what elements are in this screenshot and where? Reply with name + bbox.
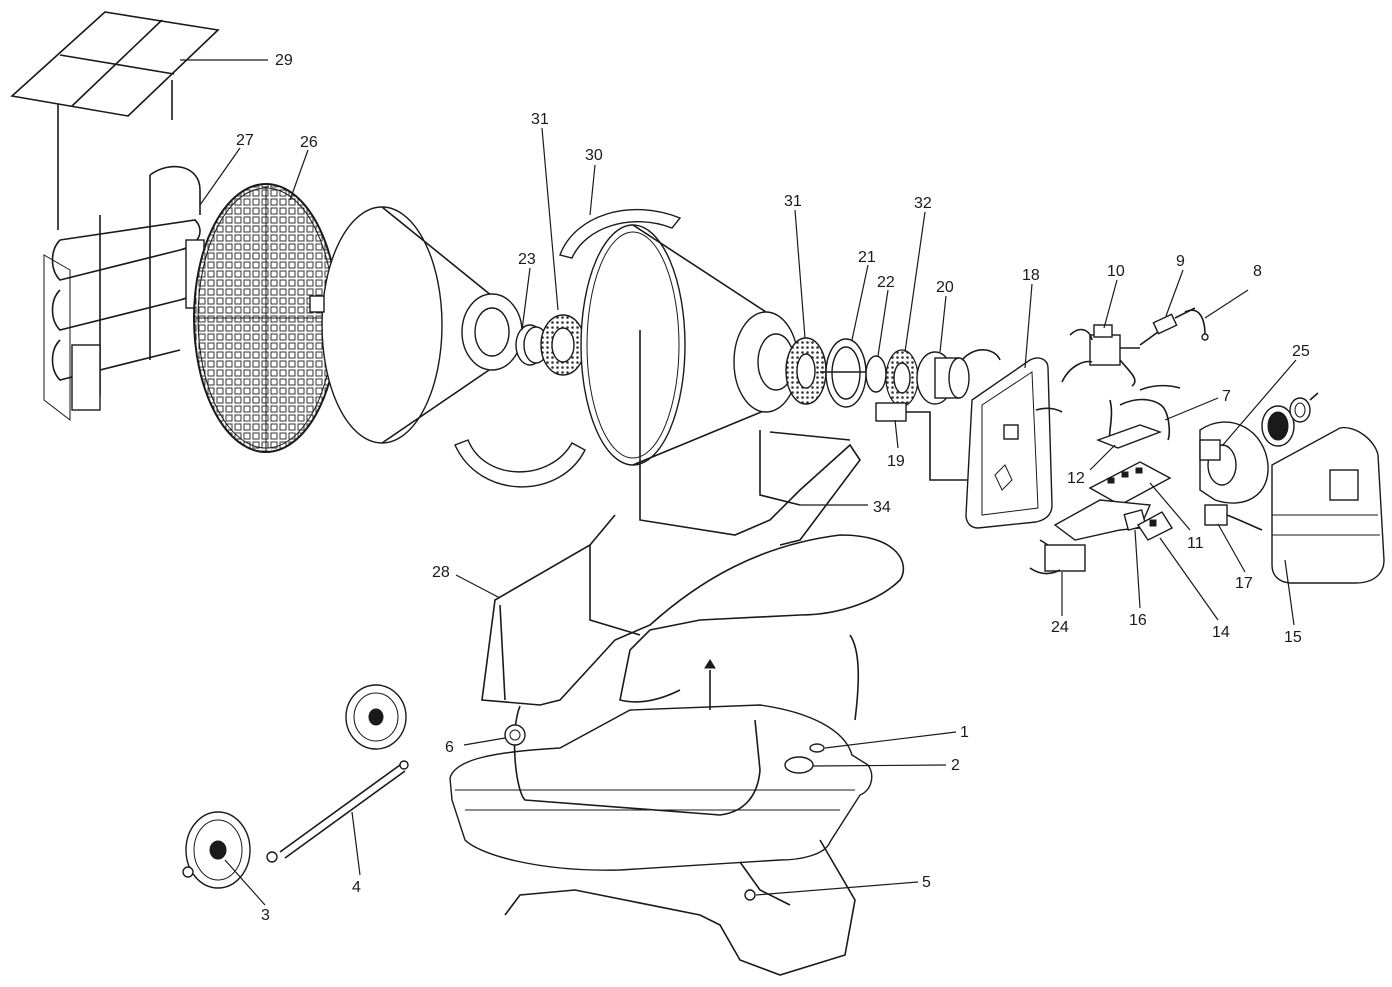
callout-label: 14 <box>1212 624 1230 641</box>
fuel-level-rod <box>704 659 716 710</box>
callout-label: 12 <box>1067 470 1085 487</box>
callout-label: 17 <box>1235 575 1253 592</box>
callout-label: 7 <box>1222 388 1231 405</box>
callout-label: 32 <box>914 195 932 212</box>
callout-label: 28 <box>432 564 450 581</box>
callout-label: 23 <box>518 251 536 268</box>
callout-label: 25 <box>1292 343 1310 360</box>
front-mesh-grill <box>193 183 339 453</box>
axle <box>266 760 409 863</box>
callout-label: 27 <box>236 132 254 149</box>
rear-panel <box>965 357 1063 529</box>
fan-cap <box>1289 392 1319 423</box>
callout-label: 15 <box>1284 629 1302 646</box>
callout-label: 19 <box>887 453 905 470</box>
callout-label: 1 <box>960 724 969 741</box>
front-cone <box>309 206 523 444</box>
circuit-board <box>1088 461 1172 506</box>
callout-label: 9 <box>1176 253 1185 270</box>
handle-frame <box>481 514 905 721</box>
rear-guard-frame <box>43 165 205 422</box>
callout-label: 26 <box>300 134 318 151</box>
photocell <box>1204 504 1263 531</box>
callout-label: 10 <box>1107 263 1125 280</box>
transformer <box>1029 539 1086 575</box>
fuel-filter <box>1139 307 1196 346</box>
fan-motor <box>1261 405 1295 447</box>
callout-label: 18 <box>1022 267 1040 284</box>
burner-gasket <box>885 349 919 407</box>
callout-label: 34 <box>873 499 891 516</box>
mesh-gasket-ring-left <box>540 314 586 376</box>
callout-label: 16 <box>1129 612 1147 629</box>
upper-heat-shield <box>559 208 682 259</box>
fuel-line <box>1184 309 1209 341</box>
callout-label: 2 <box>951 757 960 774</box>
ignitor <box>875 402 975 481</box>
mesh-gasket-ring-right <box>785 337 827 405</box>
callout-label: 5 <box>922 874 931 891</box>
base-frame <box>504 839 856 976</box>
burner-head <box>916 349 1001 405</box>
wheel-right <box>345 684 407 750</box>
wheel-left <box>182 811 251 889</box>
fuel-tank <box>449 704 873 871</box>
callout-label: 29 <box>275 52 293 69</box>
fuel-gauge <box>504 724 526 746</box>
control-bracket <box>1096 424 1163 449</box>
fan-housing <box>1199 421 1269 504</box>
pump-motor <box>1061 324 1140 387</box>
callout-labels: 29 27 26 31 30 23 31 21 22 32 20 18 10 9… <box>236 52 1310 924</box>
nozzle-plate <box>865 355 887 393</box>
callout-label: 21 <box>858 249 876 266</box>
callout-label: 31 <box>531 111 549 128</box>
callout-label: 31 <box>784 193 802 210</box>
callout-label: 4 <box>352 879 361 896</box>
leader-lines <box>180 59 1297 906</box>
lower-heat-shield <box>454 439 586 488</box>
chamber-mount-frame <box>639 330 861 546</box>
callout-label: 6 <box>445 739 454 756</box>
rear-cover <box>1271 426 1385 584</box>
callout-label: 24 <box>1051 619 1069 636</box>
callout-label: 11 <box>1187 535 1204 552</box>
callout-label: 20 <box>936 279 954 296</box>
control-module <box>1136 511 1174 541</box>
callout-label: 8 <box>1253 263 1262 280</box>
main-combustion-chamber <box>580 224 799 466</box>
burner-flange-ring <box>820 338 870 408</box>
callout-label: 22 <box>877 274 895 291</box>
callout-label: 30 <box>585 147 603 164</box>
callout-label: 3 <box>261 907 270 924</box>
top-guard-grid <box>10 11 220 230</box>
